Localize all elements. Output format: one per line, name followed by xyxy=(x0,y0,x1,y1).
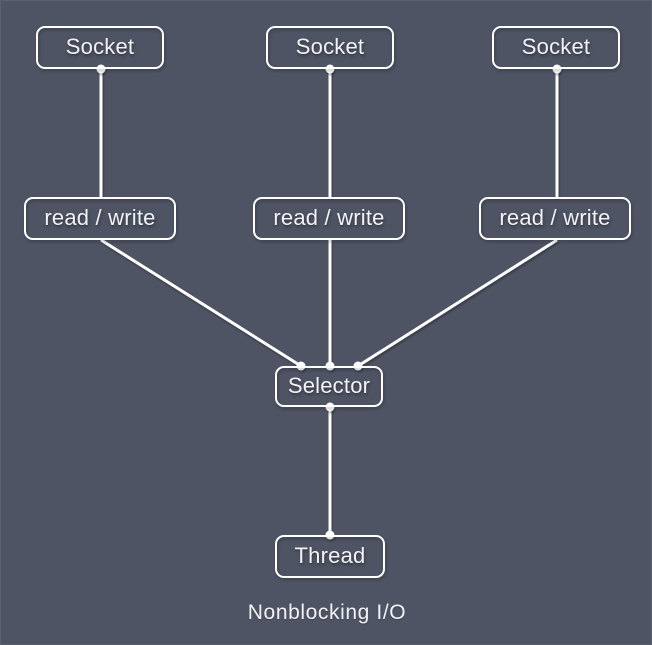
node-selector[interactable]: Selector xyxy=(275,366,383,407)
node-socket-1[interactable]: Socket xyxy=(36,26,164,69)
node-label: read / write xyxy=(499,204,611,230)
edge-readwrite3-selector xyxy=(357,238,558,368)
node-read-write-2[interactable]: read / write xyxy=(253,197,405,240)
node-thread[interactable]: Thread xyxy=(275,535,385,578)
node-label: read / write xyxy=(44,204,156,230)
node-socket-2[interactable]: Socket xyxy=(266,26,394,69)
node-read-write-1[interactable]: read / write xyxy=(24,197,176,240)
edge-readwrite1-selector xyxy=(100,238,302,368)
node-label: Socket xyxy=(295,33,365,59)
node-read-write-3[interactable]: read / write xyxy=(479,197,631,240)
node-label: Socket xyxy=(65,33,135,59)
node-label: Selector xyxy=(287,372,371,398)
node-label: read / write xyxy=(273,204,385,230)
diagram-caption: Nonblocking I/O xyxy=(247,601,407,624)
node-socket-3[interactable]: Socket xyxy=(492,26,620,69)
node-label: Thread xyxy=(294,542,366,568)
node-label: Socket xyxy=(521,33,591,59)
